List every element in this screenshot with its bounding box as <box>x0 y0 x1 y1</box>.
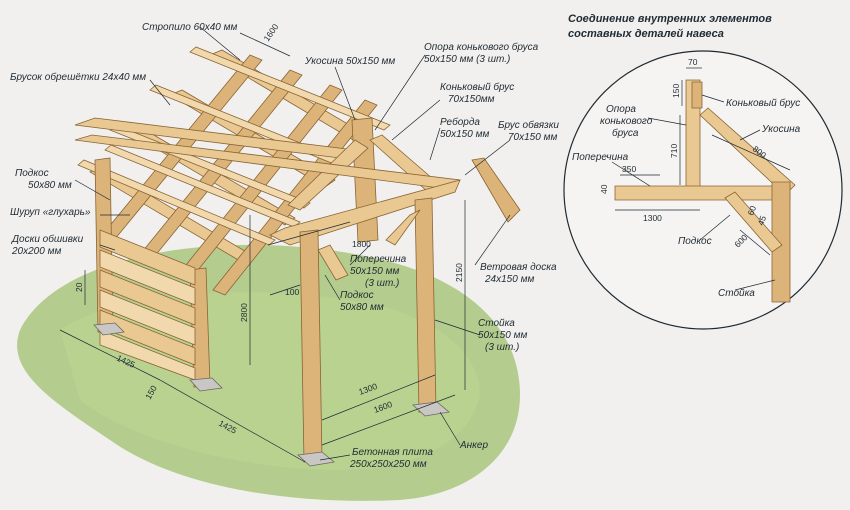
dim-1800: 1800 <box>352 239 371 249</box>
label-podkos2-1: Подкос <box>340 290 374 301</box>
leader-lines <box>74 26 511 461</box>
label-opora-konk-2: 50х150 мм (3 шт.) <box>424 54 510 65</box>
label-vetrovaya-1: Ветровая доска <box>480 262 557 273</box>
label-betonnaya-2: 250х250х250 мм <box>349 459 427 470</box>
label-poperechina-1: Поперечина <box>350 254 407 265</box>
label-stoika-2: 50х150 мм <box>478 330 527 341</box>
dim-20: 20 <box>74 282 84 292</box>
label-opora-konk-1: Опора конькового бруса <box>424 41 539 53</box>
label-poperechina-3: (3 шт.) <box>365 278 399 289</box>
detail-ridge-beam <box>691 81 703 109</box>
label-stoika-1: Стойка <box>478 318 515 329</box>
detail-dim-1300: 1300 <box>643 213 662 223</box>
brace-right <box>385 209 421 246</box>
detail-opora-1: Опора <box>606 104 636 115</box>
detail-title-line1: Соединение внутренних элементов <box>568 13 772 25</box>
dim-1600-top: 1600 <box>261 22 280 43</box>
detail-dim-40: 40 <box>599 184 609 194</box>
label-stoika-3: (3 шт.) <box>485 342 519 353</box>
detail-title-line2: составных деталей навеса <box>568 28 724 40</box>
detail-podkos: Подкос <box>678 236 712 247</box>
label-poperechina-2: 50х150 мм <box>350 266 399 277</box>
label-podkos-2: 50х80 мм <box>28 180 72 191</box>
label-brusok-obreshetki: Брусок обрешётки 24х40 мм <box>10 71 146 83</box>
diagonal-brace <box>287 139 369 211</box>
wind-board <box>471 157 521 223</box>
label-podkos2-2: 50х80 мм <box>340 302 384 313</box>
detail-ukosina: Укосина <box>761 124 801 135</box>
post-front-left <box>299 229 323 463</box>
detail-dim-150: 150 <box>671 84 681 98</box>
label-brus-obvyazki-2: 70х150 мм <box>508 132 557 143</box>
detail-opora-2: конькового <box>600 116 653 127</box>
detail-callout: Соединение внутренних элементов составны… <box>563 13 843 330</box>
dim-2800: 2800 <box>239 303 249 322</box>
label-doski-2: 20х200 мм <box>11 246 61 257</box>
detail-podkos <box>724 191 783 253</box>
label-podkos-1: Подкос <box>15 168 49 179</box>
label-ukosina: Укосина 50х150 мм <box>304 56 395 67</box>
detail-ukosina <box>699 107 796 196</box>
detail-crossbeam <box>614 185 791 201</box>
detail-dim-45: 45 <box>755 214 768 227</box>
front-crossbeam <box>269 179 461 246</box>
detail-dim-60: 60 <box>745 204 758 217</box>
label-shurup: Шуруп «глухарь» <box>10 207 91 218</box>
label-konk-brus-1: Коньковый брус <box>440 81 514 93</box>
dim-100: 100 <box>285 287 299 297</box>
detail-poperechina: Поперечина <box>572 152 629 163</box>
detail-stoika <box>771 181 791 303</box>
detail-stoika: Стойка <box>718 288 755 299</box>
label-ankor: Анкер <box>459 440 488 451</box>
detail-konkovy-brus: Коньковый брус <box>726 97 800 109</box>
detail-dim-350: 350 <box>622 164 636 174</box>
label-rebord-1: Реборда <box>440 116 480 128</box>
label-vetrovaya-2: 24х150 мм <box>484 274 534 285</box>
dimension-lines <box>59 32 466 463</box>
label-betonnaya-1: Бетонная плита <box>352 447 433 458</box>
dim-2150: 2150 <box>454 263 464 282</box>
label-konk-brus-2: 70х150мм <box>448 94 495 105</box>
detail-dim-710: 710 <box>669 144 679 158</box>
label-doski-1: Доски обшивки <box>11 233 84 245</box>
detail-dim-70: 70 <box>688 57 698 67</box>
brace-left <box>317 244 349 281</box>
post-front-right <box>414 197 437 413</box>
side-boards <box>99 229 196 381</box>
label-rebord-2: 50х150 мм <box>440 129 489 140</box>
label-stropilo: Стропило 60х40 мм <box>142 22 237 33</box>
label-brus-obvyazki-1: Брус обвязки <box>498 119 559 131</box>
detail-opora-3: бруса <box>612 127 639 139</box>
